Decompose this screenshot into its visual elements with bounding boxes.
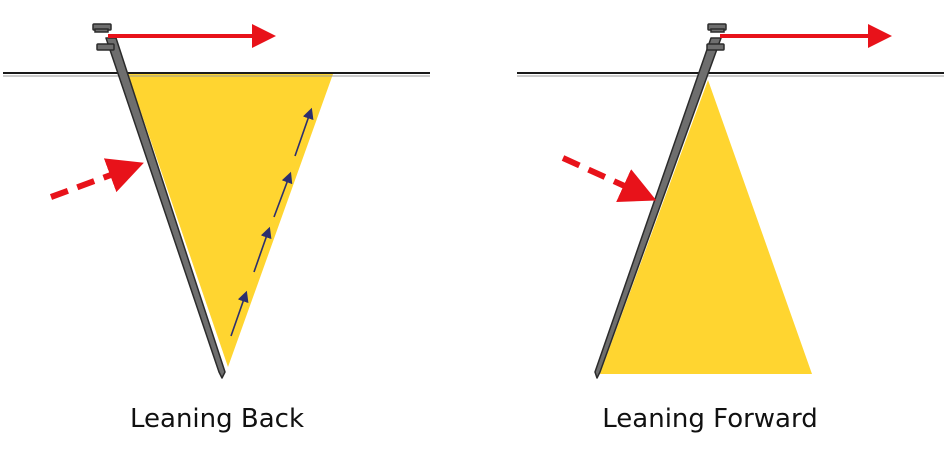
small-arrow-4 xyxy=(294,107,314,157)
dashed-arrow-right xyxy=(561,155,657,202)
small-arrow-2 xyxy=(253,226,272,273)
caption-leaning-forward: Leaning Forward xyxy=(602,404,818,434)
soil-wedge-left xyxy=(128,74,333,367)
small-arrow-1 xyxy=(230,290,249,337)
dashed-arrow-left xyxy=(49,158,144,200)
panel-leaning-back xyxy=(3,23,430,379)
small-arrow-3 xyxy=(273,171,293,218)
stake-left xyxy=(92,23,226,379)
caption-leaning-back: Leaning Back xyxy=(129,404,305,434)
small-arrows-left xyxy=(230,107,314,337)
soil-wedge-right xyxy=(600,80,812,374)
panel-leaning-forward xyxy=(517,23,944,379)
stake-right xyxy=(594,23,727,379)
